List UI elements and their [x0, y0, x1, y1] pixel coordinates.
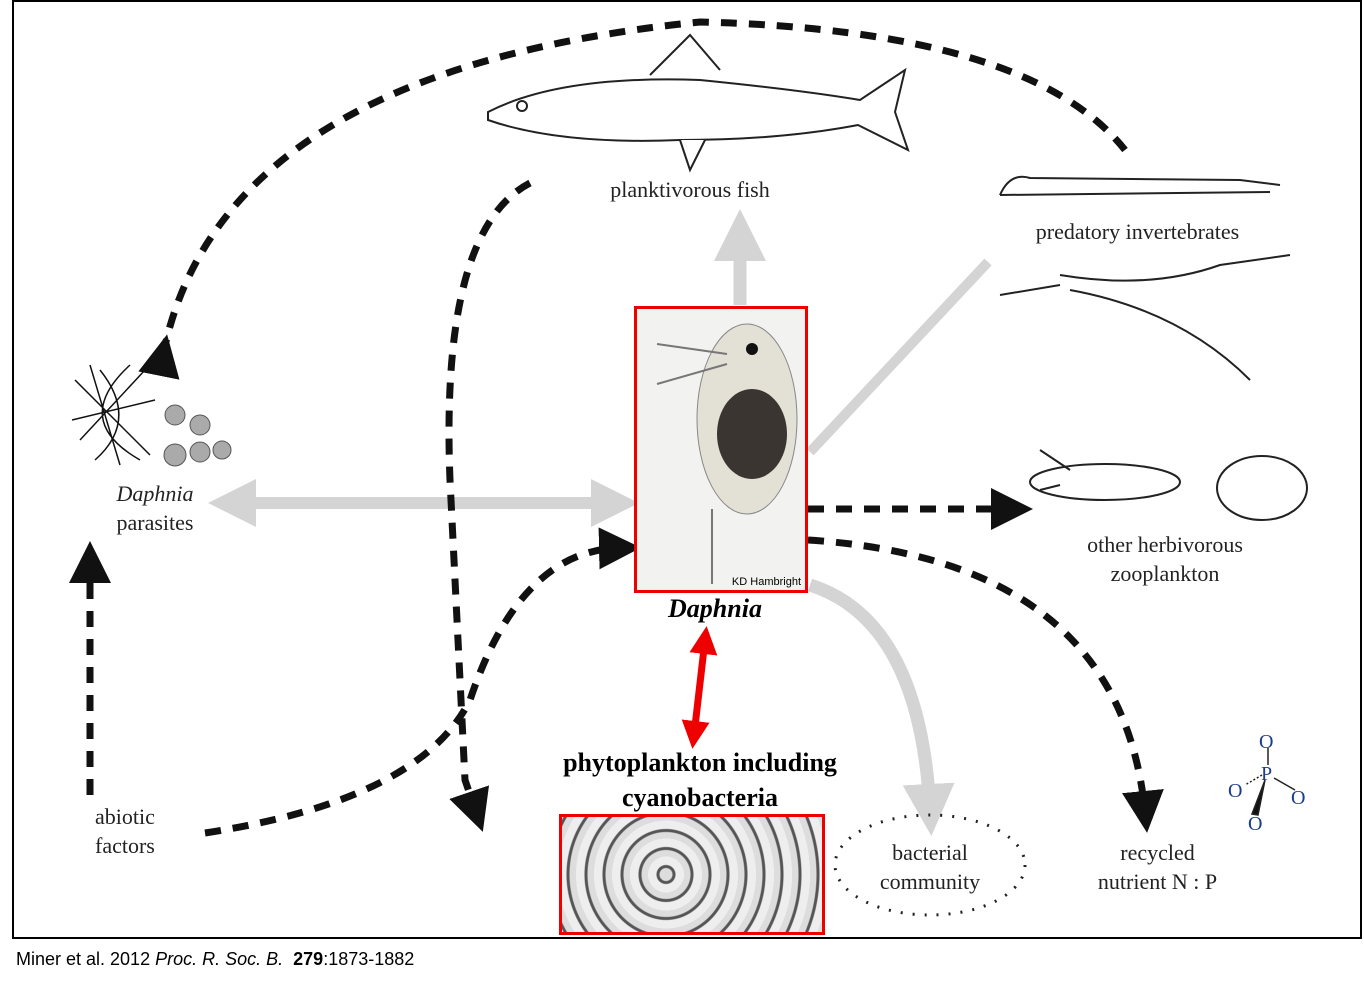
label-parasites-text: parasites	[116, 510, 194, 535]
gray-line-to-predators	[806, 258, 992, 456]
daphnia-icon	[656, 323, 798, 584]
bacterial-community-icon	[833, 813, 1027, 917]
red-double-arrow	[681, 626, 718, 749]
label-daphnia: Daphnia	[668, 594, 762, 623]
label-bacterial-1: bacterial	[892, 840, 968, 865]
dashed-fish-to-phyto	[445, 179, 532, 832]
phosphate-o-top: O	[1259, 731, 1273, 753]
herbivorous-zooplankton-icon	[1029, 449, 1308, 521]
label-phyto-1: phytoplankton including	[563, 748, 837, 777]
dashed-to-recycled	[807, 536, 1164, 833]
parasites-icon	[71, 364, 156, 466]
label-parasites: Daphnia parasites	[90, 479, 220, 537]
phosphate-o-left: O	[1228, 780, 1242, 802]
citation-pages: :1873-1882	[323, 949, 415, 969]
phosphate-o-right: O	[1291, 787, 1305, 809]
phosphate-icon	[1244, 748, 1296, 816]
predatory-invertebrate-icon	[999, 175, 1291, 381]
label-abiotic: abiotic factors	[95, 802, 175, 860]
phosphate-p: P	[1261, 763, 1272, 785]
label-predatory-invertebrates: predatory invertebrates	[1035, 219, 1240, 244]
label-bacterial: bacterial community	[860, 838, 1000, 896]
citation-volume: 279	[293, 949, 324, 969]
label-recycled-2: nutrient N : P	[1097, 869, 1218, 894]
citation-journal: Proc. R. Soc. B.	[155, 949, 284, 969]
citation-authors: Miner et al. 2012	[16, 949, 156, 969]
photo-credit: KD Hambright	[731, 576, 801, 588]
dashed-arc-top	[138, 18, 1128, 380]
dashed-abiotic-to-daphnia	[204, 527, 641, 837]
label-recycled: recycled nutrient N : P	[1085, 838, 1230, 896]
label-phyto-2: cyanobacteria	[622, 783, 778, 812]
fish-icon	[487, 33, 910, 173]
label-parasites-italic: Daphnia	[116, 481, 194, 506]
label-abiotic-1: abiotic	[95, 804, 155, 829]
label-herbivores: other herbivorous zooplankton	[1060, 530, 1270, 588]
label-herbivores-2: zooplankton	[1110, 561, 1220, 586]
citation: Miner et al. 2012 Proc. R. Soc. B. 279:1…	[16, 949, 414, 970]
label-fish: planktivorous fish	[610, 177, 770, 202]
phosphate-o-bottom: O	[1248, 813, 1262, 835]
label-phytoplankton: phytoplankton including cyanobacteria	[530, 745, 870, 815]
diagram-frame	[12, 0, 1362, 939]
label-recycled-1: recycled	[1120, 840, 1195, 865]
label-bacterial-2: community	[879, 869, 981, 894]
gray-arrow-to-bacteria	[807, 578, 955, 836]
phytoplankton-photo	[559, 814, 825, 935]
daphnia-photo: KD Hambright	[634, 306, 808, 593]
parasite-spores-icon	[163, 404, 232, 467]
label-abiotic-2: factors	[95, 833, 155, 858]
label-herbivores-1: other herbivorous	[1087, 532, 1243, 557]
